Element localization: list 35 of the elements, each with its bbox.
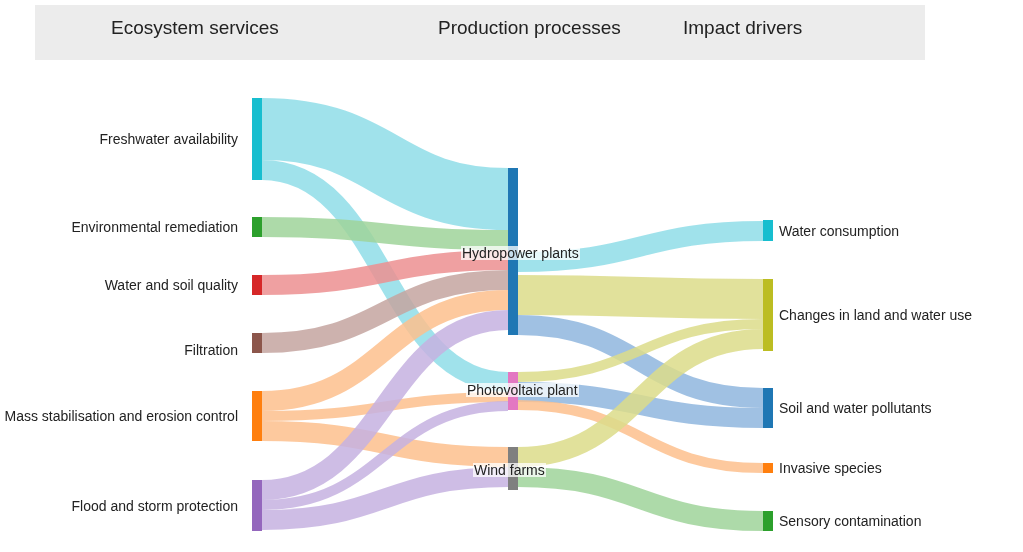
node-label: Invasive species [779, 461, 882, 475]
node-label: Changes in land and water use [779, 308, 973, 322]
flow-band [517, 221, 764, 272]
column-heading: Ecosystem services [111, 16, 279, 40]
node-label: Filtration [184, 343, 238, 357]
node-label: Freshwater availability [99, 132, 238, 146]
flow-band [260, 310, 510, 500]
flow-band [261, 467, 509, 530]
flow-band [517, 315, 764, 408]
flow-band [261, 250, 509, 295]
node-label: Hydropower plants [461, 246, 580, 260]
column-heading: Impact drivers [683, 16, 803, 40]
node-label: Mass stabilisation and erosion control [4, 409, 238, 423]
flow-band [517, 329, 764, 467]
flow-band [261, 290, 509, 411]
column-heading: Production processes [438, 16, 621, 40]
node-label: Water and soil quality [104, 278, 238, 292]
node-label: Photovoltaic plant [466, 383, 579, 397]
node-label: Water consumption [779, 223, 900, 238]
flow-band [517, 467, 764, 531]
flow-band [517, 382, 764, 428]
flow-band [517, 400, 764, 473]
node-label: Soil and water pollutants [779, 401, 932, 415]
flow-band [261, 217, 509, 250]
flow-band [517, 275, 764, 319]
flow-band [261, 392, 509, 421]
node-label: Wind farms [473, 463, 546, 477]
node-label: Sensory contamination [779, 514, 922, 528]
flow-band [260, 98, 510, 230]
flow-band [261, 401, 509, 510]
node-label: Environmental remediation [71, 220, 238, 234]
flow-band [261, 421, 509, 467]
flow-band [517, 319, 764, 382]
flow-band [261, 270, 509, 353]
node-label: Flood and storm protection [71, 498, 238, 513]
